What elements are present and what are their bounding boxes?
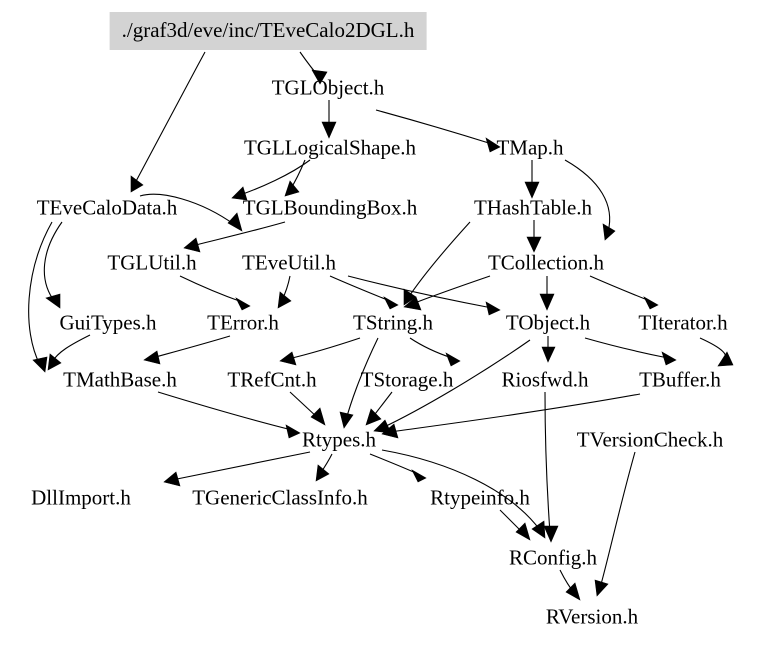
edge-TIterator-to-TBuffer — [699, 337, 734, 367]
edge-RConfig-to-RVersion — [559, 569, 581, 601]
arrowhead — [445, 352, 461, 367]
node-TRefCnt[interactable]: TRefCnt.h — [227, 367, 317, 392]
node-TGLLogicalShape[interactable]: TGLLogicalShape.h — [243, 135, 417, 160]
edge-TMathBase-to-Rtypes — [157, 391, 301, 439]
edge-Rtypes-to-TGenericClassInfo — [315, 453, 333, 482]
arrowhead — [339, 411, 354, 429]
arrowhead — [227, 212, 243, 232]
arrowhead — [373, 419, 392, 434]
arrowhead — [643, 296, 659, 310]
node-TError[interactable]: TError.h — [207, 310, 279, 335]
arrowhead — [310, 407, 326, 426]
edge-TEveUtil-to-TError — [277, 275, 292, 309]
edge-TRefCnt-to-Rtypes — [289, 391, 326, 426]
edge-THashTable-to-TString — [403, 221, 471, 306]
node-GuiTypes[interactable]: GuiTypes.h — [59, 310, 157, 335]
edge-TCollection-to-TIterator — [589, 275, 659, 310]
node-Rtypes[interactable]: Rtypes.h — [301, 427, 377, 452]
arrowhead — [285, 424, 301, 439]
node-TVersionCheck[interactable]: TVersionCheck.h — [576, 427, 724, 452]
edge-TEveCaloData-to-TMathBase — [28, 221, 53, 373]
node-TGenericClassInfo[interactable]: TGenericClassInfo.h — [192, 485, 368, 510]
arrowhead — [143, 350, 161, 365]
arrowhead — [383, 296, 399, 310]
edge-TVersionCheck-to-RVersion — [594, 451, 636, 597]
edge-TObject-to-TBuffer — [584, 337, 677, 366]
edge-TEveUtil-to-TObject — [347, 275, 501, 316]
edge-GuiTypes-to-TMathBase — [47, 334, 91, 371]
node-Rtypeinfo[interactable]: Rtypeinfo.h — [430, 485, 530, 510]
node-DllImport[interactable]: DllImport.h — [31, 485, 131, 510]
arrowhead — [602, 223, 616, 241]
arrowhead — [279, 351, 297, 366]
arrowhead — [315, 464, 330, 482]
node-TObject[interactable]: TObject.h — [505, 310, 591, 335]
arrowhead — [381, 423, 399, 439]
edge-TObject-to-Riosfwd — [541, 336, 556, 363]
node-TEveUtil[interactable]: TEveUtil.h — [242, 250, 336, 275]
edge-Riosfwd-to-RConfig — [543, 391, 559, 543]
arrowhead — [485, 301, 501, 316]
edge-TStorage-to-Rtypes — [365, 391, 393, 426]
node-RConfig[interactable]: RConfig.h — [508, 545, 598, 570]
node-THashTable[interactable]: THashTable.h — [473, 195, 593, 220]
edge-TString-to-TRefCnt — [279, 337, 361, 366]
node-TIterator[interactable]: TIterator.h — [638, 310, 728, 335]
arrowhead — [284, 180, 300, 197]
edge-Rtypes-to-Rtypeinfo — [369, 453, 427, 483]
arrowhead — [594, 579, 609, 597]
node-TCollection[interactable]: TCollection.h — [487, 250, 605, 275]
arrowhead — [539, 293, 555, 311]
edge-TEveCaloData-to-GuiTypes — [43, 221, 63, 309]
edge-TGLBoundingBox-to-TGLUtil — [183, 221, 286, 253]
arrowhead — [32, 356, 48, 373]
node-TString[interactable]: TString.h — [353, 310, 433, 335]
edge-Rtypeinfo-to-RConfig — [499, 509, 531, 541]
arrowhead — [130, 175, 144, 193]
node-root[interactable]: ./graf3d/eve/inc/TEveCalo2DGL.h — [109, 12, 427, 50]
node-TGLObject[interactable]: TGLObject.h — [271, 75, 385, 100]
arrowhead — [541, 346, 556, 363]
edge-TError-to-TMathBase — [143, 335, 231, 365]
node-TBuffer[interactable]: TBuffer.h — [639, 367, 721, 392]
arrowhead — [163, 471, 181, 487]
node-TMathBase[interactable]: TMathBase.h — [63, 367, 177, 392]
node-RVersion[interactable]: RVersion.h — [545, 604, 639, 629]
arrowhead — [565, 582, 581, 601]
edge-THashTable-to-TCollection — [526, 220, 542, 253]
arrowhead — [531, 520, 546, 539]
edge-TGLObject-to-TGLLogicalShape — [321, 100, 337, 139]
arrowhead — [47, 353, 62, 371]
arrowhead — [403, 296, 422, 311]
edge-TCollection-to-TString — [403, 275, 491, 311]
edge-Rtypes-to-DllImport — [163, 451, 311, 487]
edge-root-to-TEveCaloData — [130, 51, 206, 193]
edge-TString-to-TStorage — [409, 337, 461, 367]
arrowhead — [543, 525, 559, 543]
arrowhead — [403, 288, 417, 306]
edge-TCollection-to-TObject — [539, 276, 555, 311]
node-TGLUtil[interactable]: TGLUtil.h — [107, 250, 197, 275]
node-TStorage[interactable]: TStorage.h — [360, 367, 454, 392]
edge-TGLUtil-to-TError — [179, 275, 251, 311]
edge-TGLLogicalShape-to-TGLBoundingBox — [284, 159, 306, 197]
arrowhead — [235, 297, 251, 311]
node-TMap[interactable]: TMap.h — [496, 135, 564, 160]
node-TGLBoundingBox[interactable]: TGLBoundingBox.h — [242, 195, 418, 220]
arrowhead — [411, 469, 427, 483]
arrowhead — [515, 522, 531, 541]
edge-TEveUtil-to-TString — [329, 275, 399, 310]
arrowhead — [661, 351, 677, 366]
edge-TGLLogicalShape-to-TGLUtil — [231, 159, 311, 201]
arrowhead — [365, 408, 382, 426]
edge-TMap-to-THashTable — [524, 160, 540, 199]
arrowhead — [45, 293, 61, 309]
arrowhead — [277, 291, 292, 309]
node-TEveCaloData[interactable]: TEveCaloData.h — [36, 195, 178, 220]
arrowhead — [717, 351, 734, 367]
node-Riosfwd[interactable]: Riosfwd.h — [501, 367, 589, 392]
